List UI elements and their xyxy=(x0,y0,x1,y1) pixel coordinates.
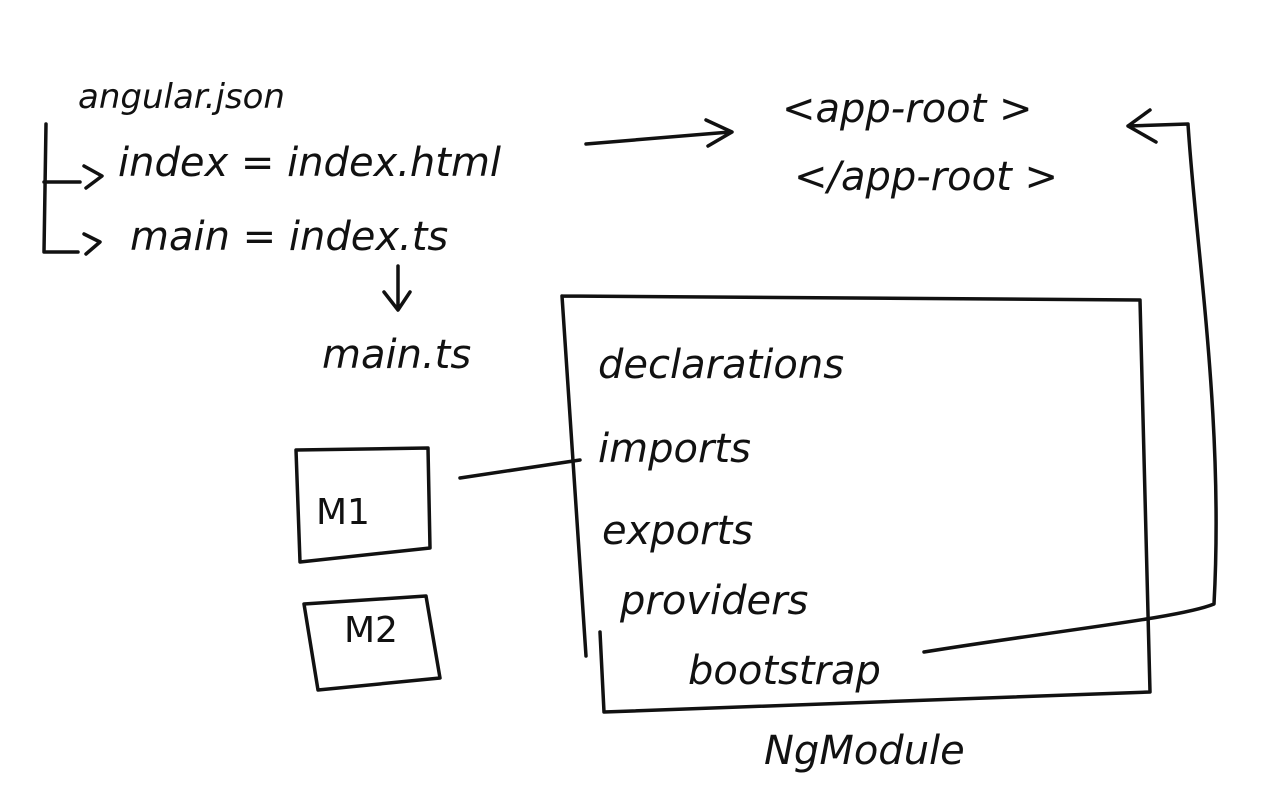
main-entry: main = index.ts xyxy=(130,214,448,260)
config-bracket xyxy=(42,122,82,254)
field-bootstrap: bootstrap xyxy=(688,648,881,694)
resolved-main: main.ts xyxy=(322,332,471,378)
down-arrow-icon xyxy=(382,264,412,312)
ngmodule-title: NgModule xyxy=(764,728,965,774)
main-arrowhead-icon xyxy=(82,232,102,256)
field-exports: exports xyxy=(602,508,753,554)
index-to-approot-arrow xyxy=(584,118,734,148)
app-root-open-tag: <app-root > xyxy=(782,86,1033,132)
m1-label: M1 xyxy=(316,492,370,533)
app-root-close-tag: </app-root > xyxy=(794,154,1058,200)
m2-box xyxy=(302,594,442,692)
m2-label: M2 xyxy=(344,610,398,651)
field-declarations: declarations xyxy=(598,342,844,388)
m1-box xyxy=(294,446,432,564)
m1-to-imports-line xyxy=(458,458,582,480)
index-entry: index = index.html xyxy=(118,140,501,186)
ngmodule-box xyxy=(560,294,1152,714)
field-providers: providers xyxy=(619,578,808,624)
index-arrowhead-icon xyxy=(82,164,104,190)
field-imports: imports xyxy=(598,426,751,472)
angular-json-label: angular.json xyxy=(78,77,285,117)
bootstrap-to-approot-arrow xyxy=(922,108,1218,654)
